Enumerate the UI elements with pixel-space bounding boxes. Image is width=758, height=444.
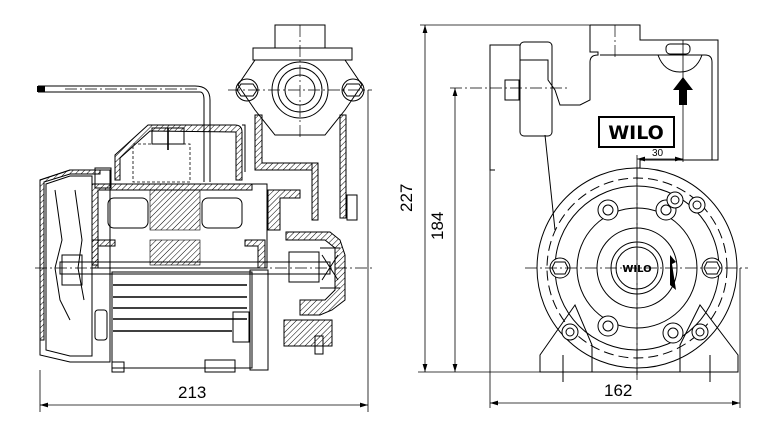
dimension-width: 162: [489, 170, 741, 408]
dimension-162-label: 162: [604, 381, 632, 400]
terminal-box: [114, 124, 246, 183]
motor-fins: [111, 269, 269, 373]
front-upper-housing: [489, 24, 719, 231]
fan-cover: [39, 167, 112, 363]
front-view: WILO 30 WILO: [397, 24, 748, 408]
dimension-30-label: 30: [652, 148, 664, 159]
pump-housing: [267, 189, 358, 355]
brand-plate: WILO: [598, 116, 675, 148]
mounting-feet: [539, 303, 739, 382]
motor-body: [91, 183, 268, 269]
dimension-length: 213: [39, 90, 369, 412]
outlet-flange: [228, 24, 372, 221]
dimension-axis-height: 184: [428, 88, 458, 372]
dimension-184-label: 184: [428, 212, 447, 240]
brand-plate-label: WILO: [608, 122, 664, 144]
dimension-height: 227: [397, 24, 590, 373]
power-cable: [37, 85, 211, 182]
dimension-213-label: 213: [178, 383, 206, 402]
flange-bolts: [549, 191, 723, 344]
side-view: 213: [35, 24, 372, 412]
dimension-227-label: 227: [397, 184, 416, 212]
rotation-arrow-icon: [670, 255, 676, 290]
